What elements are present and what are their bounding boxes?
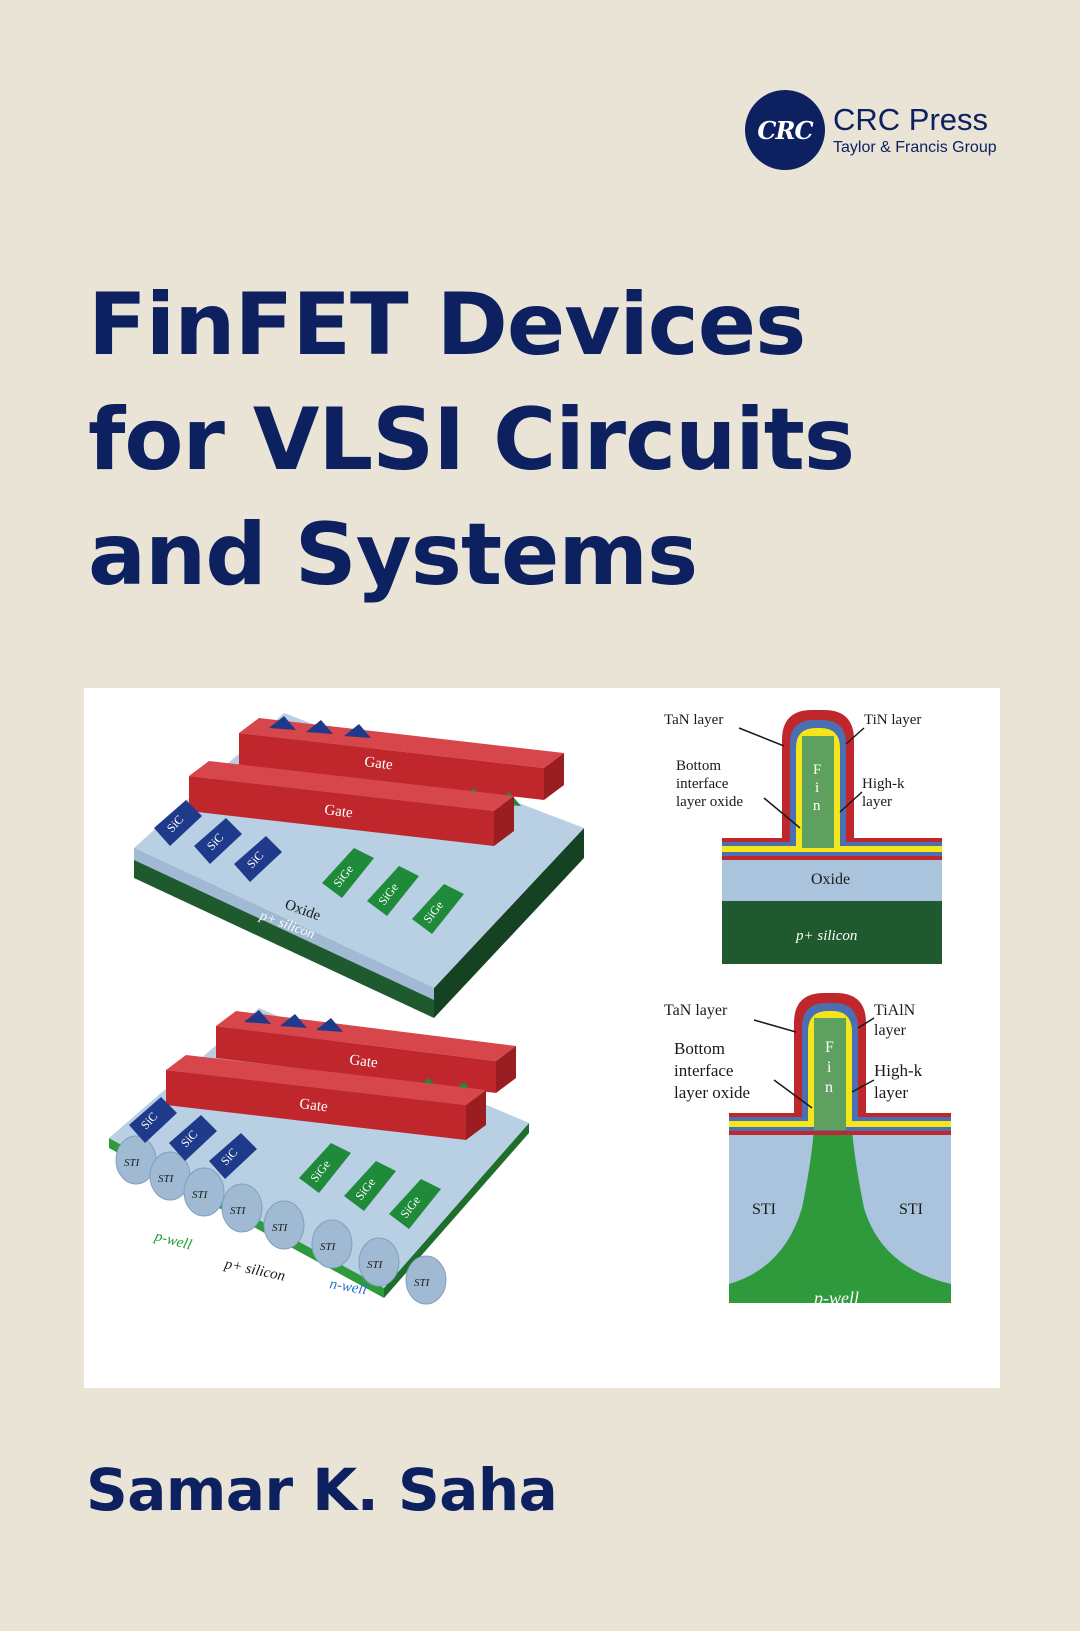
book-title: FinFET Devices for VLSI Circuits and Sys… [88,268,1048,613]
bottom-tialn-label-1: TiAlN [874,1002,916,1019]
title-line-3: and Systems [88,505,698,605]
bottom-bottom-label-1: Bottom [674,1039,725,1058]
top-bottom-label-1: Bottom [676,758,721,774]
top-cross-substrate-label: p+ silicon [795,928,857,944]
bottom-tan-label: TaN layer [664,1002,728,1019]
bottom-cross-section [729,993,951,1303]
top-tan-label: TaN layer [664,712,723,728]
top-fin-f: F [813,762,821,778]
publisher-logo: CRC CRC Press Taylor & Francis Group [745,90,997,170]
top-bottom-label-3: layer oxide [676,794,743,810]
sti-label-7: STI [367,1259,384,1271]
top-3d-structure [134,713,584,1018]
bottom-bottom-label-2: interface [674,1061,733,1080]
pwell-label: p-well [152,1228,193,1253]
publisher-name: CRC Press [833,102,989,138]
publisher-subtitle: Taylor & Francis Group [833,139,997,157]
bottom-sti-right-label: STI [899,1201,923,1218]
top-cross-section [722,710,942,964]
bottom-tialn-label-2: layer [874,1022,907,1039]
crc-seal-icon: CRC [745,90,825,170]
bottom-highk-label-1: High-k [874,1061,923,1080]
nwell-label: n-well [328,1276,368,1298]
top-tin-label: TiN layer [864,712,921,728]
sti-label-1: STI [124,1157,141,1169]
finfet-illustration: Gate Gate SiC SiC SiC SiGe SiGe SiGe Oxi… [109,710,951,1308]
sti-label-8: STI [414,1277,431,1289]
top-highk-label-1: High-k [862,776,905,792]
sti-label-6: STI [320,1241,337,1253]
title-line-2: for VLSI Circuits [88,390,855,490]
bottom-bottom-label-3: layer oxide [674,1083,750,1102]
cover-figure: Gate Gate SiC SiC SiC SiGe SiGe SiGe Oxi… [84,688,1000,1388]
title-line-1: FinFET Devices [88,275,806,375]
bottom-fin-f: F [825,1039,834,1056]
bottom-substrate-label: p+ silicon [222,1256,286,1285]
bottom-highk-label-2: layer [874,1083,908,1102]
bottom-gate-back-label: Gate [349,1052,379,1071]
sti-label-2: STI [158,1173,175,1185]
top-cross-oxide-label: Oxide [811,871,850,888]
bottom-3d-structure [109,1008,529,1305]
crc-seal-text: CRC [757,115,813,145]
top-fin-i: i [815,780,819,796]
author-name: Samar K. Saha [86,1456,558,1524]
bottom-pwell-label: p-well [812,1288,859,1308]
bottom-fin-i: i [827,1059,832,1076]
sti-label-3: STI [192,1189,209,1201]
sti-label-4: STI [230,1205,247,1217]
bottom-sti-left-label: STI [752,1201,776,1218]
top-highk-label-2: layer [862,794,892,810]
top-gate-front-label: Gate [324,802,354,821]
top-gate-back-label: Gate [364,754,394,773]
top-fin-n: n [813,798,821,814]
sti-label-5: STI [272,1222,289,1234]
bottom-gate-front-label: Gate [299,1096,329,1115]
bottom-fin-n: n [825,1079,833,1096]
top-bottom-label-2: interface [676,776,729,792]
